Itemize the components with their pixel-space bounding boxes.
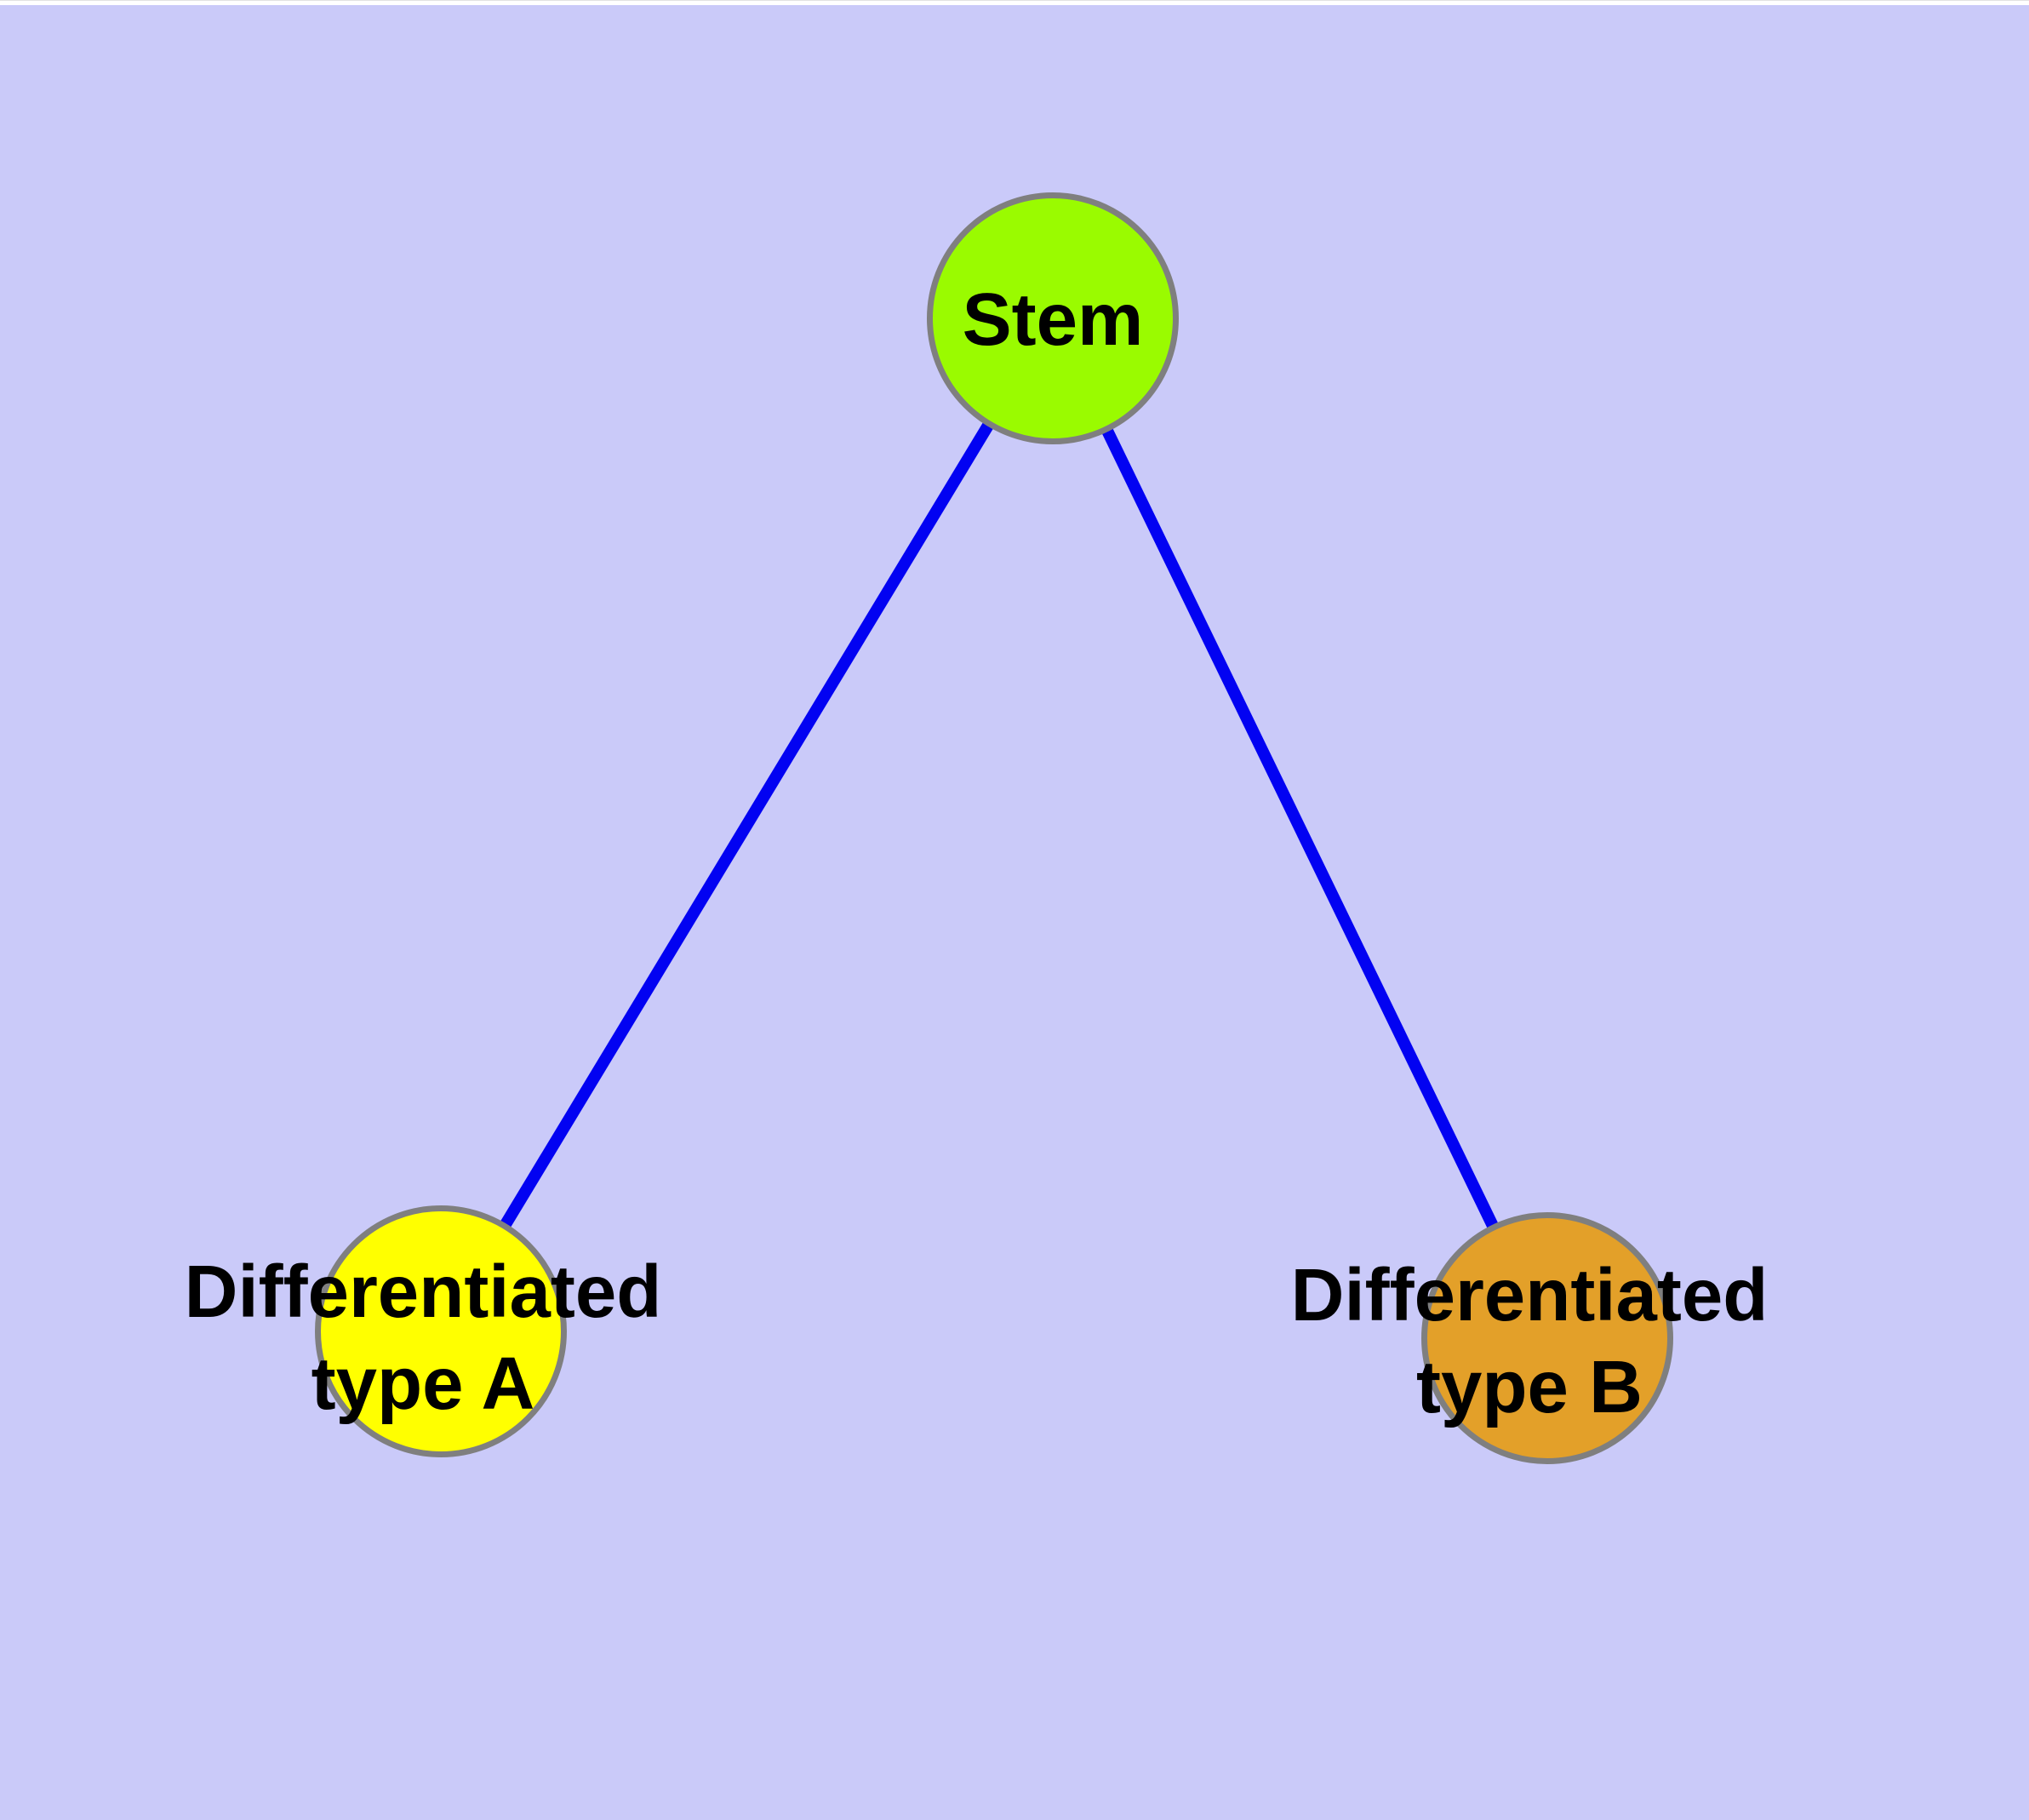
node-stem-circle[interactable] xyxy=(927,192,1179,444)
edge-stem-to-type-a xyxy=(436,315,1058,1335)
edge-stem-to-type-b xyxy=(1047,315,1553,1342)
node-differentiated-type-b-circle[interactable] xyxy=(1421,1212,1673,1464)
node-differentiated-type-a-circle[interactable] xyxy=(315,1205,567,1457)
top-margin-strip xyxy=(0,0,2029,5)
